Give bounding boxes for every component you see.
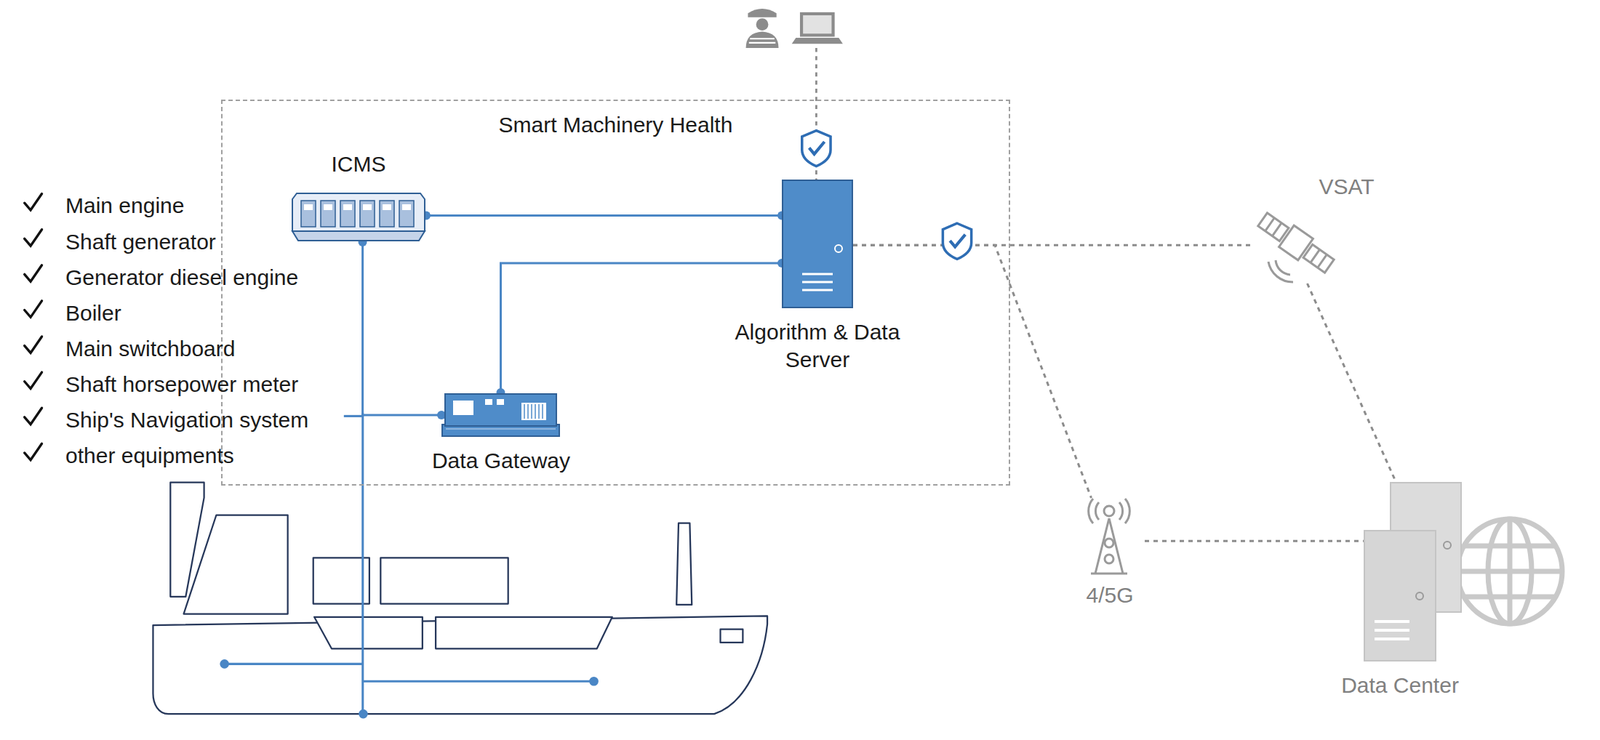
equipment-item: Ship's Navigation system bbox=[65, 406, 309, 435]
equipment-item: Shaft horsepower meter bbox=[65, 370, 299, 399]
connector bbox=[358, 237, 446, 420]
text-holder: Generator diesel engine bbox=[65, 264, 299, 292]
text-holder: Ship's Navigation system bbox=[65, 406, 309, 435]
text-holder: Main switchboard bbox=[65, 335, 235, 363]
server: Algorithm & Data Server bbox=[719, 179, 916, 384]
text-holder: Algorithm & Data Server bbox=[719, 318, 916, 374]
bus-wire bbox=[224, 413, 595, 715]
node-label: Data Center bbox=[1320, 672, 1480, 700]
node-shape bbox=[290, 189, 427, 243]
gateway-device bbox=[441, 392, 560, 438]
text-holder: Data Center bbox=[1320, 672, 1480, 700]
equipment-item: Main switchboard bbox=[65, 335, 235, 363]
text-holder: 4/5G bbox=[1062, 581, 1158, 610]
tower-icon bbox=[1073, 498, 1145, 577]
equipment-item: Generator diesel engine bbox=[65, 264, 299, 292]
text-holder: Data Gateway bbox=[417, 447, 585, 475]
text-holder: VSAT bbox=[1308, 173, 1385, 201]
connector-line bbox=[362, 242, 442, 416]
text-holder: Smart Machinery Health bbox=[218, 111, 1013, 139]
data-center: Data Center bbox=[1323, 476, 1571, 702]
equipment-item: Shaft generator bbox=[65, 228, 216, 256]
node-label: Smart Machinery Health bbox=[218, 111, 1013, 139]
check-mark bbox=[24, 194, 43, 461]
equipment-item: other equipments bbox=[65, 442, 235, 470]
icms-device bbox=[290, 189, 427, 243]
connector-line bbox=[853, 244, 1254, 247]
connector bbox=[421, 211, 787, 221]
node-shape bbox=[781, 179, 854, 309]
laptop-icon bbox=[792, 12, 843, 44]
bus-dot bbox=[219, 659, 599, 719]
ship-outline bbox=[152, 482, 768, 715]
node-shape bbox=[1250, 199, 1342, 287]
node-label: Data Gateway bbox=[417, 447, 585, 475]
satellite-icon bbox=[1250, 199, 1342, 287]
cell-tower: 4/5G bbox=[1066, 498, 1154, 608]
node-label: VSAT bbox=[1308, 173, 1385, 201]
equipment-item: Boiler bbox=[65, 299, 122, 328]
node-label: 4/5G bbox=[1062, 581, 1158, 610]
datacenter-icon bbox=[1323, 476, 1571, 670]
text-holder: Main engine bbox=[65, 192, 184, 220]
node-shape bbox=[1073, 498, 1145, 577]
connector bbox=[1144, 541, 1365, 542]
system-boundary: Smart Machinery HealthICMS Algorithm & Da… bbox=[221, 99, 1011, 486]
data-gateway: Data Gateway bbox=[421, 392, 582, 477]
text-holder: Shaft horsepower meter bbox=[65, 370, 299, 399]
connector-line bbox=[853, 245, 1092, 499]
connector-line bbox=[1307, 283, 1397, 483]
security-shield bbox=[802, 130, 831, 167]
node-shape bbox=[441, 392, 560, 438]
equipment-item: Main engine bbox=[65, 192, 184, 220]
text-holder: other equipments bbox=[65, 442, 235, 470]
connector-line bbox=[1144, 540, 1365, 543]
node-shape bbox=[1323, 476, 1571, 670]
connector-line bbox=[426, 214, 782, 217]
text-holder: ICMS bbox=[272, 150, 445, 179]
node-label: Algorithm & Data Server bbox=[719, 318, 916, 374]
operator-icon bbox=[746, 8, 779, 48]
icms-unit: ICMS bbox=[276, 149, 441, 244]
vsat-satellite: VSAT bbox=[1250, 171, 1386, 288]
server-icon bbox=[781, 179, 854, 309]
connector bbox=[1307, 283, 1397, 483]
connector bbox=[853, 245, 1254, 246]
node-label: ICMS bbox=[272, 150, 445, 179]
security-shield bbox=[942, 223, 971, 259]
text-holder: Shaft generator bbox=[65, 228, 216, 256]
text-holder: Boiler bbox=[65, 299, 122, 328]
connector bbox=[853, 245, 1092, 499]
